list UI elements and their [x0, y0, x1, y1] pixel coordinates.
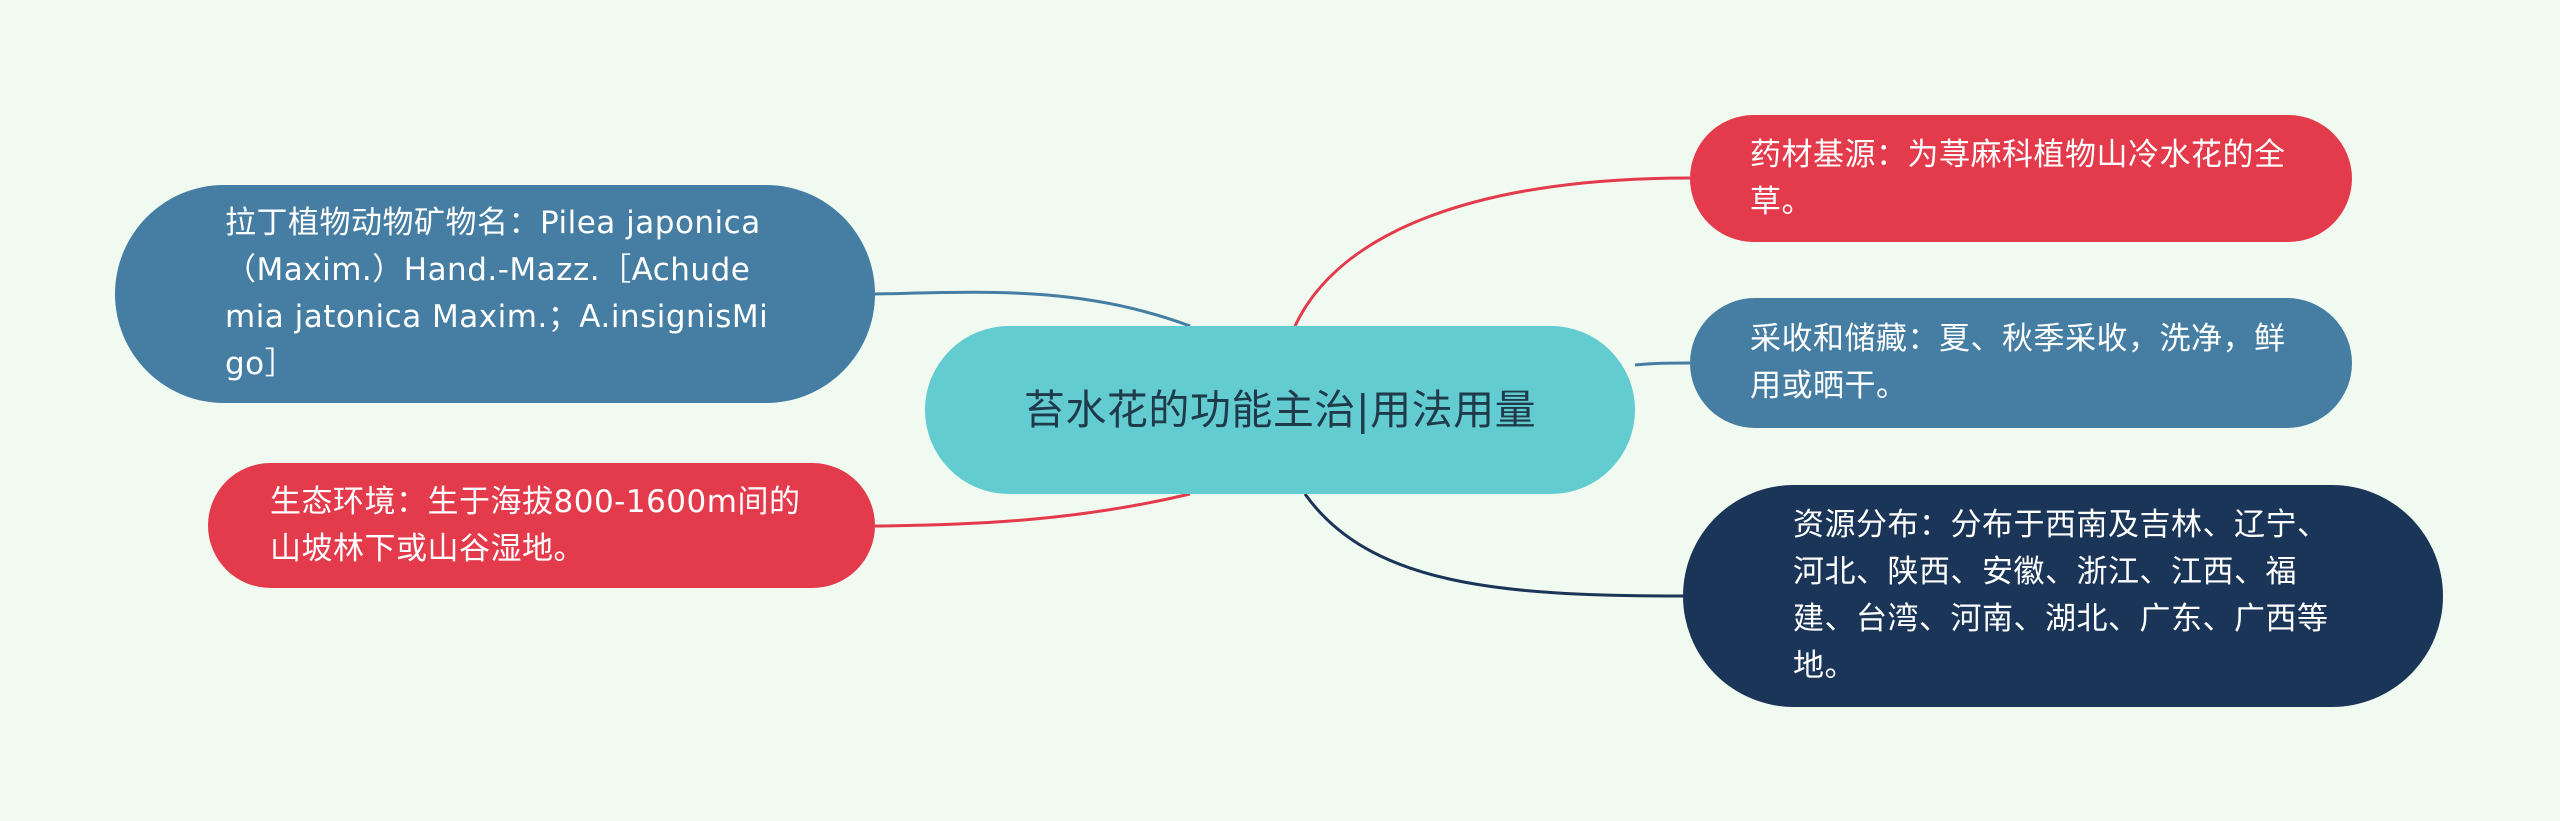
- node-harvest[interactable]: 采收和储藏：夏、秋季采收，洗净，鲜用或晒干。: [1690, 298, 2352, 428]
- connector-distribution: [1303, 493, 1684, 598]
- connector-source: [1293, 176, 1691, 327]
- connector-harvest: [1634, 361, 1691, 367]
- central-topic[interactable]: 苔水花的功能主治|用法用量: [925, 326, 1635, 494]
- connector-latin: [874, 290, 1191, 328]
- node-latin-name[interactable]: 拉丁植物动物矿物名：Pilea japonica （Maxim.）Hand.-M…: [115, 185, 875, 403]
- node-distribution-text: 资源分布：分布于西南及吉林、辽宁、河北、陕西、安徽、浙江、江西、福建、台湾、河南…: [1793, 507, 2329, 684]
- node-ecology[interactable]: 生态环境：生于海拔800-1600m间的山坡林下或山谷湿地。: [208, 463, 875, 588]
- node-source-text: 药材基源：为荨麻科植物山冷水花的全草。: [1750, 136, 2286, 220]
- node-latin-name-text: 拉丁植物动物矿物名：Pilea japonica （Maxim.）Hand.-M…: [225, 205, 769, 382]
- node-ecology-text: 生态环境：生于海拔800-1600m间的山坡林下或山谷湿地。: [270, 483, 801, 567]
- connector-ecology: [874, 492, 1191, 528]
- node-harvest-text: 采收和储藏：夏、秋季采收，洗净，鲜用或晒干。: [1750, 321, 2286, 404]
- central-topic-label: 苔水花的功能主治|用法用量: [1023, 386, 1537, 434]
- node-distribution[interactable]: 资源分布：分布于西南及吉林、辽宁、河北、陕西、安徽、浙江、江西、福建、台湾、河南…: [1683, 485, 2443, 707]
- node-source[interactable]: 药材基源：为荨麻科植物山冷水花的全草。: [1690, 115, 2352, 242]
